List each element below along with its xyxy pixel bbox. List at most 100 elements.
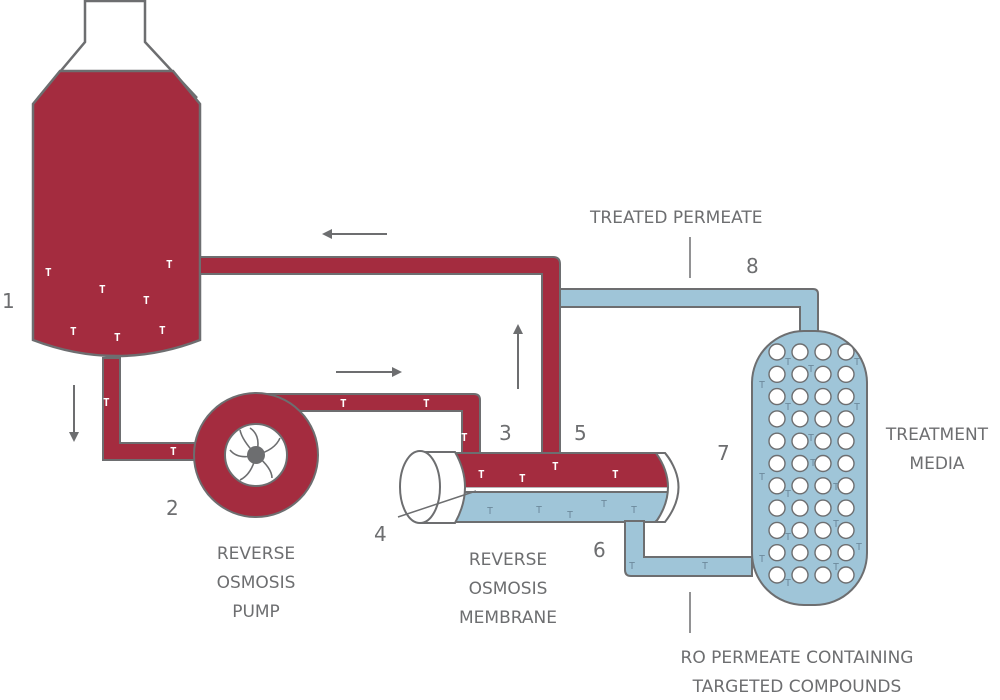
feed-pipes: T T T T T [102, 256, 561, 461]
media-bead [837, 387, 855, 406]
media-bead [791, 410, 809, 428]
media-bead [768, 432, 786, 450]
media-bead [768, 343, 786, 361]
label-line: OSMOSIS [469, 579, 548, 599]
media-bead [837, 477, 855, 495]
compound-marker: T [552, 460, 559, 473]
media-bead [837, 343, 855, 361]
media-bead [791, 521, 809, 540]
impeller-hub [247, 446, 265, 464]
media-bead [791, 365, 809, 383]
compound-marker: T [612, 468, 619, 481]
compound-marker: T [103, 396, 110, 409]
label-line: TARGETED COMPOUNDS [692, 677, 902, 697]
compound-marker: T [810, 458, 816, 469]
tank-body [31, 69, 202, 358]
compound-marker: T [808, 433, 814, 444]
compound-marker: T [159, 324, 166, 337]
media-bead [814, 521, 832, 540]
membrane-leader-line [397, 490, 477, 518]
label-ro-permeate: RO PERMEATE CONTAINING TARGETED COMPOUND… [681, 648, 914, 697]
step-number-1: 1 [2, 289, 15, 313]
compound-marker: T [854, 357, 860, 368]
media-bead [791, 343, 809, 361]
compound-marker: T [487, 506, 493, 517]
compound-marker: T [99, 283, 106, 296]
media-bead [768, 410, 786, 428]
reverse-osmosis-pump [193, 392, 319, 518]
flow-arrows [69, 229, 523, 442]
media-bead [768, 544, 786, 562]
compound-marker: T [759, 554, 765, 565]
compound-marker: T [340, 397, 347, 410]
compound-marker: T [567, 510, 573, 521]
label-line: REVERSE [217, 544, 295, 564]
media-bead [791, 477, 809, 495]
pipe-ro-permeate [624, 520, 753, 577]
media-bead [837, 566, 855, 584]
media-bead [814, 566, 832, 584]
media-bead [837, 432, 855, 450]
compound-marker: T [785, 402, 791, 413]
step-number-8: 8 [746, 254, 759, 278]
media-bead [837, 410, 855, 428]
label-line: REVERSE [469, 550, 547, 570]
compound-marker: T [114, 331, 121, 344]
media-bead [837, 499, 855, 517]
reverse-osmosis-membrane: T T T T T T T T [397, 450, 680, 524]
step-number-6: 6 [593, 538, 606, 562]
compound-marker: T [785, 532, 791, 543]
compound-marker: T [423, 397, 430, 410]
label-membrane: REVERSE OSMOSIS MEMBRANE [459, 550, 557, 628]
membrane-end-face-left [399, 450, 441, 524]
compound-marker: T [70, 325, 77, 338]
label-line: PUMP [232, 602, 280, 622]
compound-marker: T [45, 266, 52, 279]
permeate-pipes: T T T [559, 288, 819, 577]
pipe-tank-to-pump [102, 357, 201, 461]
media-bead [768, 499, 786, 517]
compound-marker: T [519, 472, 526, 485]
media-bead [791, 544, 809, 562]
membrane-end-cap-right [654, 452, 680, 523]
label-line: MEMBRANE [459, 608, 557, 628]
feed-tank: T T T T T T T [31, 0, 202, 358]
media-bead [768, 521, 786, 540]
compound-marker: T [854, 402, 860, 413]
compound-marker: T [833, 519, 839, 530]
media-bead [814, 343, 832, 361]
compound-marker: T [702, 561, 708, 572]
media-bead [814, 544, 832, 562]
step-number-2: 2 [166, 496, 179, 520]
media-bead [814, 410, 832, 428]
compound-marker: T [166, 258, 173, 271]
pipe-treated-permeate [559, 288, 819, 333]
compound-marker: T [461, 431, 468, 444]
compound-marker: T [833, 482, 839, 493]
compound-marker: T [833, 562, 839, 573]
compound-marker: T [629, 561, 635, 572]
label-line: TREATMENT [885, 425, 989, 445]
label-pump: REVERSE OSMOSIS PUMP [217, 544, 296, 622]
compound-marker: T [143, 294, 150, 307]
media-bead [837, 544, 855, 562]
pipe-concentrate-return [199, 256, 561, 459]
media-bead [837, 365, 855, 383]
media-bead [768, 365, 786, 383]
label-line: RO PERMEATE CONTAINING [681, 648, 914, 668]
media-bead [814, 499, 832, 517]
media-bead [768, 566, 786, 584]
media-bead [814, 454, 832, 473]
step-number-3: 3 [499, 421, 512, 445]
compound-marker: T [785, 357, 791, 368]
label-line: MEDIA [909, 454, 965, 474]
compound-marker: T [601, 499, 607, 510]
label-line: OSMOSIS [217, 573, 296, 593]
media-bead [814, 477, 832, 495]
media-bead [814, 365, 832, 383]
media-beads [768, 343, 855, 584]
label-treatment-media: TREATMENT MEDIA [885, 425, 989, 474]
step-number-7: 7 [717, 441, 730, 465]
